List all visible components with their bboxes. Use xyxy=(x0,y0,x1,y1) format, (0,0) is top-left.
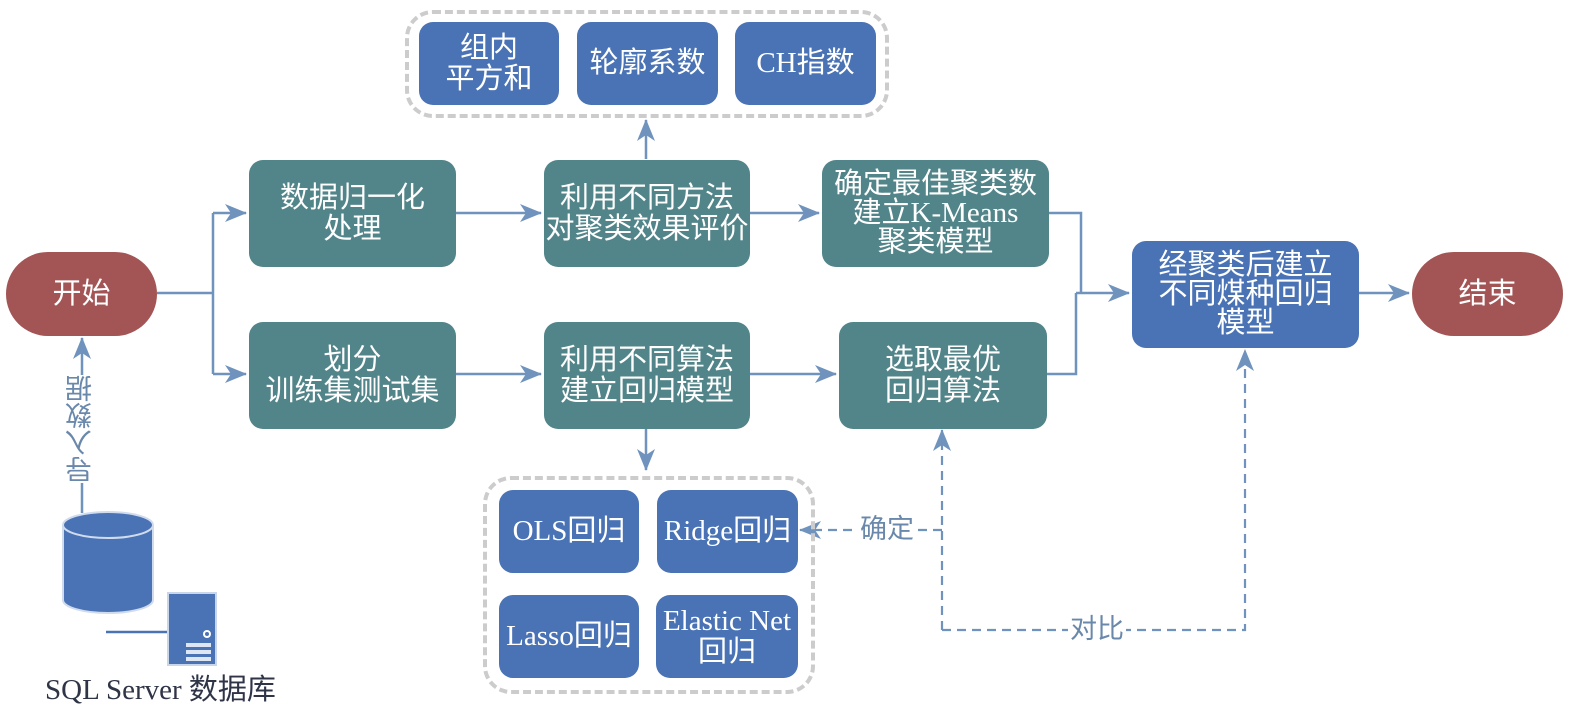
metric-wcss: 组内 平方和 xyxy=(419,22,559,105)
regression-methods-group xyxy=(483,476,815,694)
method-ridge: Ridge回归 xyxy=(657,490,798,573)
method-ols: OLS回归 xyxy=(499,490,639,573)
select-best-step: 选取最优 回归算法 xyxy=(839,322,1047,429)
end-terminal: 结束 xyxy=(1412,252,1563,336)
method-elastic-net: Elastic Net 回归 xyxy=(656,595,798,678)
connector-select-merge xyxy=(1047,293,1078,376)
connector-kmeans-merge xyxy=(1049,211,1083,293)
method-lasso: Lasso回归 xyxy=(499,595,639,678)
normalize-step: 数据归一化 处理 xyxy=(249,160,456,267)
build-kmeans-step: 确定最佳聚类数 建立K-Means 聚类模型 xyxy=(822,160,1049,267)
build-regression-step: 利用不同算法 建立回归模型 xyxy=(544,322,750,429)
start-terminal: 开始 xyxy=(6,252,157,336)
split-dataset-step: 划分 训练集测试集 xyxy=(249,322,456,429)
metric-ch-index: CH指数 xyxy=(735,22,876,105)
database-cylinder-icon xyxy=(62,511,154,614)
evaluate-clusters-step: 利用不同方法 对聚类效果评价 xyxy=(544,160,750,267)
dashed-compare-line xyxy=(942,349,1254,632)
metric-silhouette: 轮廓系数 xyxy=(577,22,718,105)
server-tower-icon xyxy=(167,592,217,666)
import-data-label: 导入数据 xyxy=(66,375,96,483)
connector-start-branch xyxy=(157,213,215,374)
determine-label: 确定 xyxy=(858,514,916,544)
compare-label: 对比 xyxy=(1068,614,1126,644)
cluster-metrics-group xyxy=(405,10,889,118)
final-model-step: 经聚类后建立 不同煤种回归 模型 xyxy=(1132,241,1359,348)
database-caption: SQL Server 数据库 xyxy=(45,674,276,706)
